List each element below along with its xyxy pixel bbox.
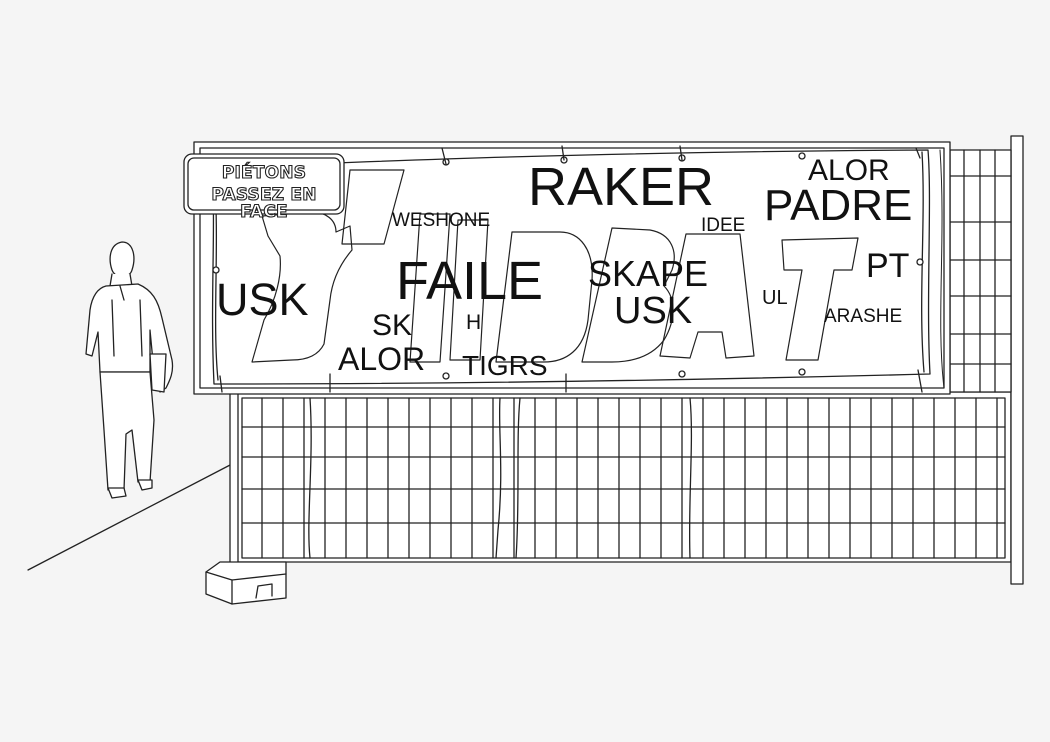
word-usk-2: USK [614,290,693,332]
banner-grommets [212,152,924,380]
word-raker: RAKER [528,157,715,217]
sidewalk-edge [27,463,233,571]
word-pt: PT [866,247,910,285]
banner-big-lettering [251,169,859,363]
word-padre: PADRE [764,181,913,230]
word-skape: SKAPE [588,253,709,294]
cable-ties [219,145,923,393]
word-alor-2: ALOR [338,341,426,377]
pedestrian-sign [183,153,345,215]
word-usk-1: USK [216,274,309,325]
sign-text-line-2: PASSEZ EN FACE [211,185,317,222]
word-weshone: WESHONE [392,210,491,231]
word-idee: IDEE [701,215,746,236]
word-h: H [466,311,482,334]
word-faile: FAILE [396,251,544,311]
sign-text-line-1: PIÉTONS [221,163,307,183]
word-arashe: ARASHE [824,306,903,327]
word-ul: UL [762,287,788,309]
word-sk: SK [372,309,413,342]
fence-panel [229,135,1024,585]
concrete-base [205,561,287,605]
word-tigrs: TIGRS [462,350,548,381]
pedestrian-figure [85,241,174,499]
word-alor-1: ALOR [808,154,890,187]
